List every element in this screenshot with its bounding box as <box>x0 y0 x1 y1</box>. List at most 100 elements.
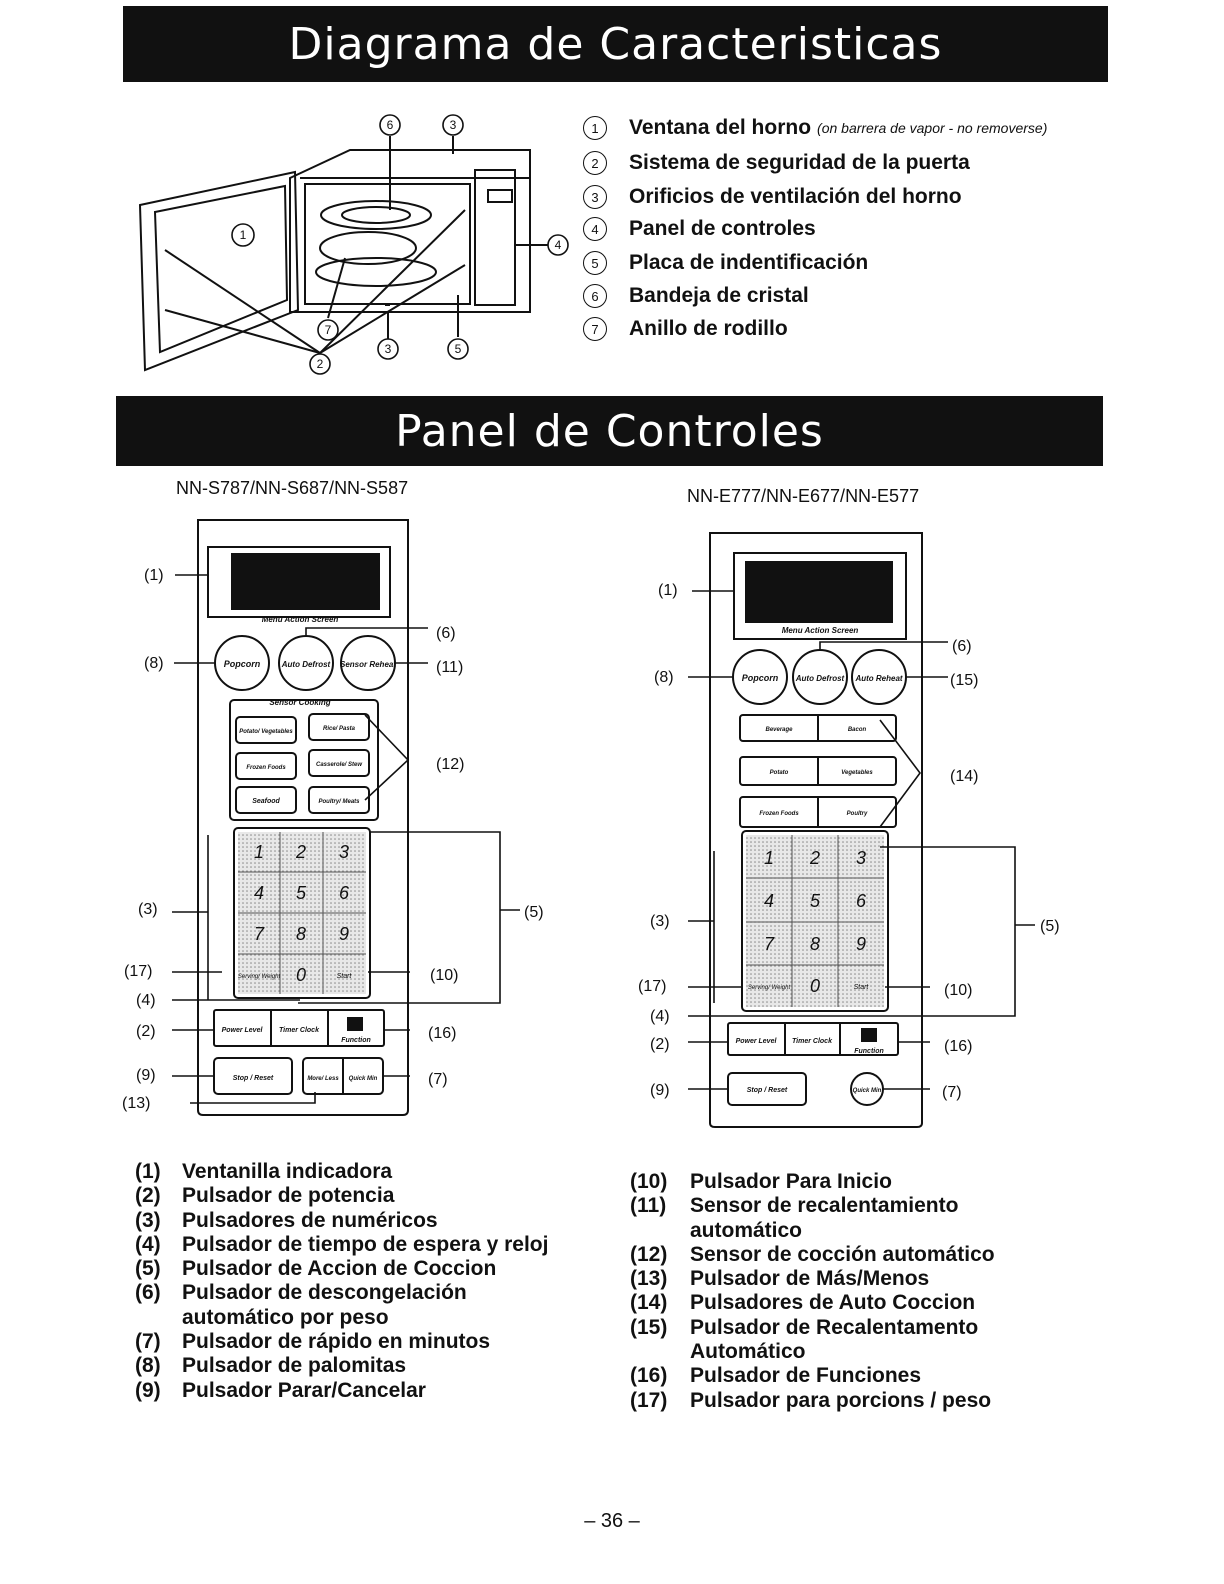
oven-callout-labels: 6 3 4 1 7 2 3 5 <box>240 118 562 371</box>
callout-label: (17) <box>124 963 152 980</box>
function-button[interactable]: Function <box>341 1037 371 1044</box>
auto-cook-button[interactable]: Potato <box>770 770 789 776</box>
callout-label: (17) <box>638 978 666 995</box>
quick-min-button[interactable]: Quick Min <box>853 1088 882 1094</box>
key[interactable]: Start <box>337 973 353 980</box>
key[interactable]: Start <box>854 984 870 991</box>
callout-label: (1) <box>658 582 678 599</box>
callout-label: (2) <box>136 1023 156 1040</box>
control-panel-right: (1) (8) (6) (15) (14) (3) (5) (17) (10) … <box>638 532 1060 1128</box>
screen-label: Menu Action Screen <box>782 626 859 635</box>
screen-label: Menu Action Screen <box>262 615 339 624</box>
key[interactable]: 1 <box>764 848 774 868</box>
callout-number: 6 <box>583 284 607 308</box>
feature-item: 1 Ventana del horno(on barrera de vapor … <box>583 116 1047 140</box>
key[interactable]: 2 <box>809 848 820 868</box>
key[interactable]: 6 <box>339 883 350 903</box>
callout-label: (8) <box>144 655 164 672</box>
key[interactable]: 3 <box>856 848 866 868</box>
sensor-button[interactable]: Potato/ Vegetables <box>239 729 293 735</box>
auto-cook-button[interactable]: Frozen Foods <box>759 811 799 817</box>
svg-text:1: 1 <box>240 228 247 242</box>
svg-text:6: 6 <box>387 118 394 132</box>
auto-defrost-button[interactable]: Auto Defrost <box>281 660 331 669</box>
keypad-left: 1 2 3 4 5 6 7 8 9 Serving/ Weight 0 Star… <box>238 842 353 985</box>
legend-row: (15)Pulsador de Recalentamento <box>630 1315 979 1339</box>
timer-clock-button[interactable]: Timer Clock <box>792 1038 833 1045</box>
function-button[interactable]: Function <box>854 1048 884 1055</box>
key[interactable]: 5 <box>810 891 821 911</box>
quick-min-button[interactable]: Quick Min <box>349 1076 378 1082</box>
callout-label: (9) <box>136 1067 156 1084</box>
key[interactable]: 9 <box>339 924 349 944</box>
callout-number: 5 <box>583 251 607 275</box>
legend-row: (13)Pulsador de Más/Menos <box>630 1267 930 1291</box>
legend-row: Automático <box>690 1340 806 1364</box>
key[interactable]: Serving/ Weight <box>748 985 791 991</box>
callout-number: 2 <box>583 151 607 175</box>
callout-label: (9) <box>650 1082 670 1099</box>
key[interactable]: Serving/ Weight <box>238 974 281 980</box>
sensor-button[interactable]: Frozen Foods <box>246 765 286 771</box>
callout-number: 4 <box>583 217 607 241</box>
callout-label: (16) <box>428 1025 456 1042</box>
legend-row: automático <box>690 1218 803 1242</box>
key[interactable]: 0 <box>296 965 306 985</box>
legend-row: (8)Pulsador de palomitas <box>135 1354 407 1378</box>
key[interactable]: 4 <box>254 883 264 903</box>
svg-text:3: 3 <box>450 118 457 132</box>
stop-reset-button[interactable]: Stop / Reset <box>233 1075 274 1082</box>
key[interactable]: 5 <box>296 883 307 903</box>
key[interactable]: 6 <box>856 891 867 911</box>
callout-label: (10) <box>944 982 972 999</box>
key[interactable]: 2 <box>295 842 306 862</box>
key[interactable]: 7 <box>254 924 265 944</box>
power-level-button[interactable]: Power Level <box>222 1027 264 1034</box>
auto-cook-button[interactable]: Poultry <box>847 811 868 817</box>
sensor-button[interactable]: Casserole/ Stew <box>316 762 362 768</box>
features-banner: Diagrama de Caracteristicas <box>123 6 1108 82</box>
key[interactable]: 7 <box>764 934 775 954</box>
more-less-button[interactable]: More/ Less <box>307 1076 339 1082</box>
key[interactable]: 1 <box>254 842 264 862</box>
popcorn-button[interactable]: Popcorn <box>224 659 261 669</box>
sensor-button[interactable]: Poultry/ Meats <box>318 799 360 805</box>
svg-text:7: 7 <box>325 323 332 337</box>
sensor-button[interactable]: Rice/ Pasta <box>323 726 356 732</box>
auto-reheat-button[interactable]: Auto Reheat <box>854 674 902 683</box>
auto-defrost-button[interactable]: Auto Defrost <box>795 674 845 683</box>
legend-row: (5)Pulsador de Accion de Coccion <box>135 1257 497 1281</box>
auto-cook-button[interactable]: Vegetables <box>841 770 873 776</box>
key[interactable]: 3 <box>339 842 349 862</box>
legend-row: (17)Pulsador para porcions / peso <box>630 1388 992 1412</box>
sensor-reheat-button[interactable]: Sensor Reheat <box>340 660 396 669</box>
callout-label: (4) <box>650 1008 670 1025</box>
callout-label: (5) <box>524 904 544 921</box>
auto-cook-button[interactable]: Bacon <box>848 727 867 733</box>
popcorn-button[interactable]: Popcorn <box>742 673 779 683</box>
sensor-button[interactable]: Seafood <box>252 798 280 805</box>
svg-text:5: 5 <box>455 342 462 356</box>
callout-label: (2) <box>650 1036 670 1053</box>
callout-label: (7) <box>428 1071 448 1088</box>
panel-banner: Panel de Controles <box>116 396 1103 466</box>
key[interactable]: 9 <box>856 934 866 954</box>
callout-label: (8) <box>654 669 674 686</box>
legend-row: (2)Pulsador de potencia <box>135 1184 395 1208</box>
timer-clock-button[interactable]: Timer Clock <box>279 1027 320 1034</box>
stop-reset-button[interactable]: Stop / Reset <box>747 1087 788 1094</box>
key[interactable]: 8 <box>810 934 820 954</box>
model-right: NN-E777/NN-E677/NN-E577 <box>687 486 920 506</box>
key[interactable]: 4 <box>764 891 774 911</box>
legend-row: (10)Pulsador Para Inicio <box>630 1170 892 1193</box>
svg-text:3: 3 <box>385 342 392 356</box>
power-level-button[interactable]: Power Level <box>736 1038 778 1045</box>
key[interactable]: 0 <box>810 976 820 996</box>
callout-number: 3 <box>583 185 607 209</box>
key[interactable]: 8 <box>296 924 306 944</box>
auto-cook-button[interactable]: Beverage <box>765 727 793 733</box>
